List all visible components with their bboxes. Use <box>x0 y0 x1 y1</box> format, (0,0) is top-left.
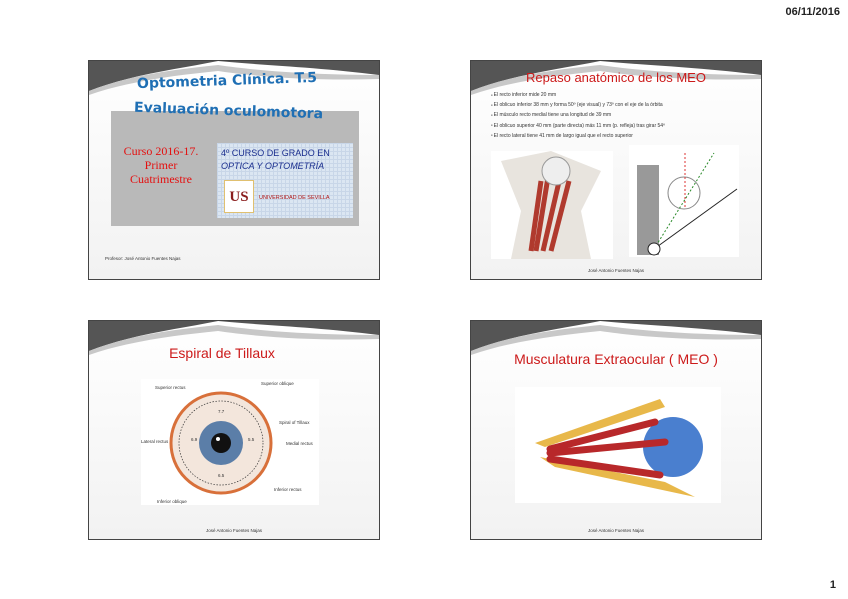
slide-swoosh-decoration <box>89 61 379 95</box>
tillaux-spiral-illustration: Superior rectus Superior oblique Spiral … <box>141 379 319 505</box>
slide-footer: José Antonio Fuentes Najas <box>205 528 263 533</box>
slide-footer: José Antonio Fuentes Najas <box>587 528 645 533</box>
course-text: Curso 2016-17. Primer Cuatrimestre <box>123 144 199 186</box>
bullet-item: El recto inferior mide 20 mm <box>491 92 665 98</box>
label-inferior-oblique: Inferior oblique <box>157 499 187 504</box>
university-logo: US <box>224 180 254 213</box>
degree-banner: 4º CURSO DE GRADO EN OPTICA Y OPTOMETRÍA… <box>217 143 353 218</box>
bullet-item: El oblicuo superior 40 mm (parte directa… <box>491 123 665 129</box>
slide-swoosh-decoration <box>471 61 761 95</box>
slide-swoosh-decoration <box>89 321 379 355</box>
slide-title: Espiral de Tillaux <box>169 345 275 361</box>
slide-2-thumbnail[interactable]: Repaso anatómico de los MEO El recto inf… <box>470 60 762 280</box>
label-inferior-rectus: Inferior rectus <box>274 487 302 492</box>
slide-swoosh-decoration <box>471 321 761 355</box>
label-superior-rectus: Superior rectus <box>155 385 186 390</box>
distance-right: 5.5 <box>248 437 255 442</box>
slide-title: Musculatura Extraocular ( MEO ) <box>514 351 718 367</box>
slide-3-thumbnail[interactable]: Espiral de Tillaux Superior rectus Super… <box>88 320 380 540</box>
degree-line-1: 4º CURSO DE GRADO EN <box>221 148 330 158</box>
eye-axis-diagram <box>629 145 739 257</box>
label-medial-rectus: Medial rectus <box>286 441 314 446</box>
slide-4-thumbnail[interactable]: Musculatura Extraocular ( MEO ) José Ant… <box>470 320 762 540</box>
slide-1-thumbnail[interactable]: Curso 2016-17. Primer Cuatrimestre 4º CU… <box>88 60 380 280</box>
university-name: UNIVERSIDAD DE SEVILLA <box>259 195 330 201</box>
distance-top: 7.7 <box>218 409 225 414</box>
page-number: 1 <box>829 579 836 591</box>
distance-left: 6.9 <box>191 437 198 442</box>
title-background-box: Curso 2016-17. Primer Cuatrimestre 4º CU… <box>111 111 359 226</box>
extraocular-muscles-illustration <box>515 387 721 503</box>
slide-title: Repaso anatómico de los MEO <box>526 70 706 85</box>
bullet-item: El oblicuo inferior 38 mm y forma 50º (e… <box>491 102 665 108</box>
label-lateral-rectus: Lateral rectus <box>141 439 169 444</box>
orbit-muscles-illustration <box>491 151 613 259</box>
bullet-item: El músculo recto medial tiene una longit… <box>491 112 665 118</box>
label-superior-oblique: Superior oblique <box>261 381 294 386</box>
print-date: 06/11/2016 <box>785 6 840 18</box>
label-spiral-of-tillaux: Spiral of Tillaux <box>279 420 310 425</box>
bullet-item: El recto lateral tiene 41 mm de largo ig… <box>491 133 665 139</box>
degree-line-2: OPTICA Y OPTOMETRÍA <box>221 161 325 171</box>
professor-name: Profesor: José Antonio Fuentes Najas <box>105 256 181 261</box>
slide-footer: José Antonio Fuentes Najas <box>587 268 645 273</box>
distance-bottom: 6.5 <box>218 473 225 478</box>
bullet-list: El recto inferior mide 20 mm El oblicuo … <box>491 92 665 143</box>
